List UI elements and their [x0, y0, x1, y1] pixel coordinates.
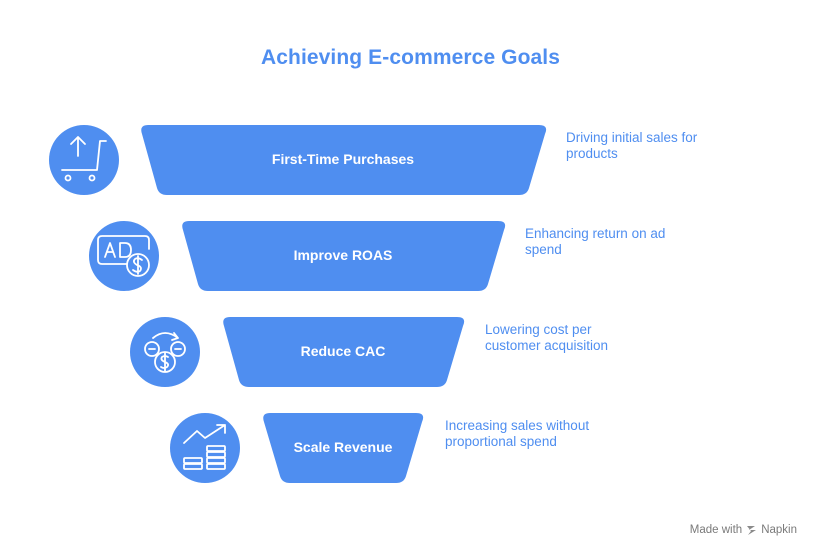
- stage-description: Driving initial sales for products: [566, 130, 698, 161]
- growth-chart-icon: [170, 413, 240, 483]
- footer-brand: Napkin: [761, 524, 797, 536]
- funnel-segment-2: [182, 221, 506, 291]
- funnel-segment-1: [141, 125, 547, 195]
- funnel-stage-1: First-Time Purchases: [141, 125, 547, 195]
- funnel-stage-3: Reduce CAC: [223, 317, 465, 387]
- footer-credit[interactable]: Made with Napkin: [690, 524, 797, 536]
- cart-upload-icon: [49, 125, 119, 195]
- funnel-stage-2: Improve ROAS: [182, 221, 506, 291]
- stage-label: Scale Revenue: [294, 439, 393, 455]
- napkin-logo-icon: [747, 525, 757, 535]
- stage-description: Increasing sales without proportional sp…: [445, 418, 590, 449]
- stage-label: First-Time Purchases: [272, 151, 414, 167]
- diagram-title: Achieving E-commerce Goals: [260, 46, 561, 69]
- funnel-segment-3: [223, 317, 465, 387]
- stage-label: Improve ROAS: [294, 247, 393, 263]
- stage-label: Reduce CAC: [301, 343, 386, 359]
- funnel-segment-4: [263, 413, 424, 483]
- footer-text: Made with: [689, 524, 743, 536]
- stage-description: Enhancing return on ad spend: [525, 226, 666, 257]
- ad-dollar-icon: [89, 221, 159, 291]
- stage-description: Lowering cost per customer acquisition: [485, 322, 609, 353]
- funnel-stage-4: Scale Revenue: [263, 413, 424, 483]
- coins-cycle-icon: [130, 317, 200, 387]
